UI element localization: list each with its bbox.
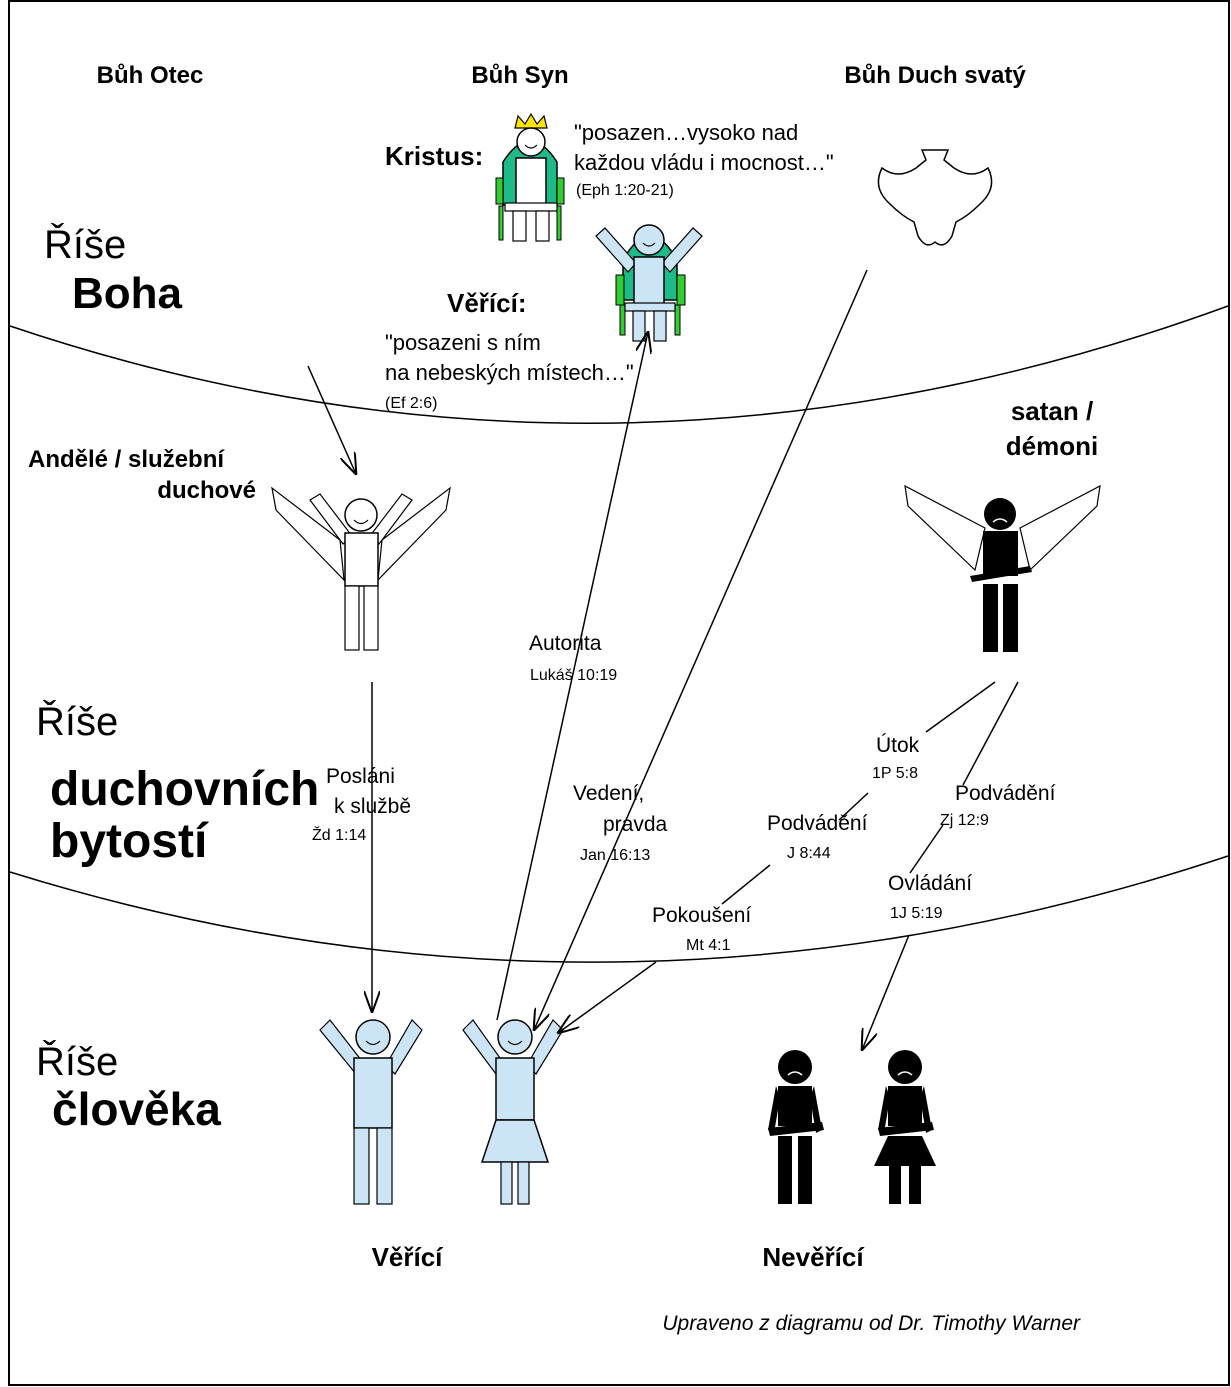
realm-label-god: Říše Boha <box>44 222 183 318</box>
sent-label-line2: k službě <box>334 795 411 818</box>
realm-god-line1: Říše <box>44 222 126 267</box>
believers-seated-quote-line1: "posazeni s ním <box>385 330 541 355</box>
unbelievers-caption: Nevěřící <box>762 1242 864 1272</box>
authority-label: Autorita <box>529 632 602 655</box>
attack-label: Útok <box>876 734 920 757</box>
deception-unbelievers-label: Podvádění <box>955 782 1056 805</box>
satan-label-line1: satan / <box>1011 396 1093 426</box>
line-deception-believers <box>838 792 869 821</box>
believer-man-icon <box>319 1019 423 1205</box>
christ-quote-ref: (Eph 1:20-21) <box>576 182 674 199</box>
unbeliever-man-icon <box>768 1050 824 1204</box>
attack-ref: 1P 5:8 <box>872 765 918 782</box>
line-control <box>909 824 944 874</box>
arrow-spirit-guidance <box>534 269 868 1030</box>
line-temptation <box>721 864 771 905</box>
believers-seated-quote-line2: na nebeských místech…" <box>385 360 634 385</box>
angels-label-line2: duchové <box>157 477 256 504</box>
realm-human-line1: Říše <box>36 1039 118 1084</box>
heading-spirit: Bůh Duch svatý <box>844 62 1026 89</box>
demon-icon <box>904 484 1101 652</box>
control-ref: 1J 5:19 <box>890 905 943 922</box>
credit-text: Upraveno z diagramu od Dr. Timothy Warne… <box>662 1312 1081 1335</box>
unbeliever-woman-icon <box>874 1050 936 1204</box>
realm-label-human: Říše člověka <box>36 1039 221 1135</box>
sent-label-line1: Posláni <box>326 765 395 788</box>
guidance-ref: Jan 16:13 <box>580 847 650 864</box>
believers-caption: Věřící <box>372 1242 444 1272</box>
temptation-label: Pokoušení <box>652 904 751 927</box>
satan-label-line2: démoni <box>1006 431 1098 461</box>
line-attack <box>925 681 996 733</box>
believers-seated-label: Věřící: <box>447 288 527 318</box>
line-deception-unbelievers <box>962 681 1019 786</box>
angels-label-line1: Andělé / služební <box>28 446 225 473</box>
realm-boundary-spiritual <box>9 855 1229 963</box>
heading-father: Bůh Otec <box>97 62 204 89</box>
guidance-label-line1: Vedení, <box>573 782 644 805</box>
christ-quote-line1: "posazen…vysoko nad <box>574 120 798 145</box>
arrow-temptation <box>558 961 657 1033</box>
arrow-authority <box>496 332 648 1021</box>
realm-spiritual-line2: duchovních <box>50 763 319 816</box>
holy-spirit-dove-icon <box>877 149 993 246</box>
deception-believers-label: Podvádění <box>767 812 868 835</box>
realm-human-line2: člověka <box>52 1083 221 1135</box>
angel-icon <box>271 486 451 651</box>
realm-spiritual-line3: bytostí <box>50 815 209 868</box>
realm-god-line2: Boha <box>72 269 183 318</box>
arrow-control <box>862 934 910 1050</box>
christ-enthroned-icon <box>495 112 565 242</box>
control-label: Ovládání <box>888 872 972 895</box>
believer-enthroned-icon <box>595 224 703 342</box>
realm-boundary-god <box>9 305 1229 424</box>
authority-ref: Lukáš 10:19 <box>530 667 617 684</box>
christ-quote-line2: každou vládu i mocnost…" <box>574 150 834 175</box>
guidance-label-line2: pravda <box>603 813 668 836</box>
temptation-ref: Mt 4:1 <box>686 937 731 954</box>
sent-ref: Žd 1:14 <box>312 825 366 844</box>
arrow-god-to-angels <box>307 365 356 474</box>
deception-believers-ref: J 8:44 <box>787 845 831 862</box>
heading-son: Bůh Syn <box>471 62 568 89</box>
christ-label: Kristus: <box>385 141 483 171</box>
believers-seated-ref: (Ef 2:6) <box>385 395 437 412</box>
deception-unbelievers-ref: Zj 12:9 <box>940 812 989 829</box>
believer-woman-icon <box>462 1019 564 1205</box>
realm-label-spiritual: Říše duchovních bytostí <box>36 699 319 868</box>
realm-spiritual-line1: Říše <box>36 699 118 744</box>
diagram-frame <box>8 0 1230 1386</box>
